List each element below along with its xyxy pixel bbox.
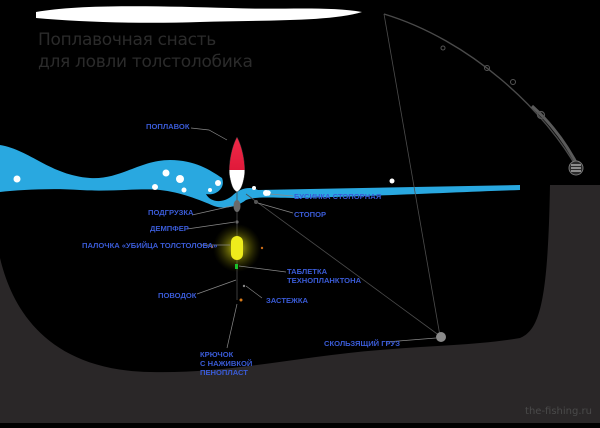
- weight-icon: [233, 200, 241, 212]
- small-dot-right: [260, 246, 264, 250]
- label-float: ПОПЛАВОК: [146, 122, 190, 131]
- title-line-2: для ловли толстолобика: [38, 52, 253, 72]
- label-bead-stopper: БУСИНКА СТОПОРНАЯ: [294, 192, 382, 201]
- label-plankton-tablet: ТАБЛЕТКА ТЕХНОПЛАНКТОНА: [287, 267, 362, 285]
- clasp-icon: [242, 284, 246, 288]
- sliding-sinker-icon: [436, 332, 446, 342]
- label-clasp: ЗАСТЕЖКА: [266, 296, 309, 305]
- label-leader: ПОВОДОК: [158, 291, 197, 300]
- watermark: the-fishing.ru: [525, 406, 592, 417]
- stopper-icon: [254, 200, 258, 204]
- label-leader-lines: [186, 127, 437, 349]
- top-brush-stroke: [36, 6, 362, 23]
- label-hook: КРЮЧОК С НАЖИВКОЙ ПЕНОПЛАСТ: [200, 350, 253, 377]
- bead-stopper-icon: [265, 190, 271, 196]
- label-damper: ДЕМПФЕР: [150, 224, 189, 233]
- plankton-tablet-icon: [235, 264, 238, 269]
- label-stopper: СТОПОР: [294, 210, 327, 219]
- silver-carp-killer-icon: [231, 236, 243, 260]
- fishing-rod: [383, 13, 582, 171]
- damper-icon: [235, 220, 239, 224]
- reel-icon: [568, 160, 584, 176]
- title-line-1: Поплавочная снасть: [38, 30, 216, 50]
- label-sliding-sinker: СКОЛЬЗЯЩИЙ ГРУЗ: [324, 339, 400, 348]
- float-icon: [229, 136, 245, 193]
- air-bubbles: [13, 169, 395, 196]
- hook-bait-icon: [239, 298, 243, 302]
- small-dot-left: [210, 245, 214, 249]
- water-surface: [0, 145, 520, 208]
- bottom-ground: [0, 185, 600, 423]
- label-weight: ПОДГРУЗКА: [148, 208, 194, 217]
- label-silver-carp-killer: ПАЛОЧКА «УБИЙЦА ТОЛСТОЛОБА»: [82, 241, 218, 250]
- fishing-lines: [236, 13, 441, 337]
